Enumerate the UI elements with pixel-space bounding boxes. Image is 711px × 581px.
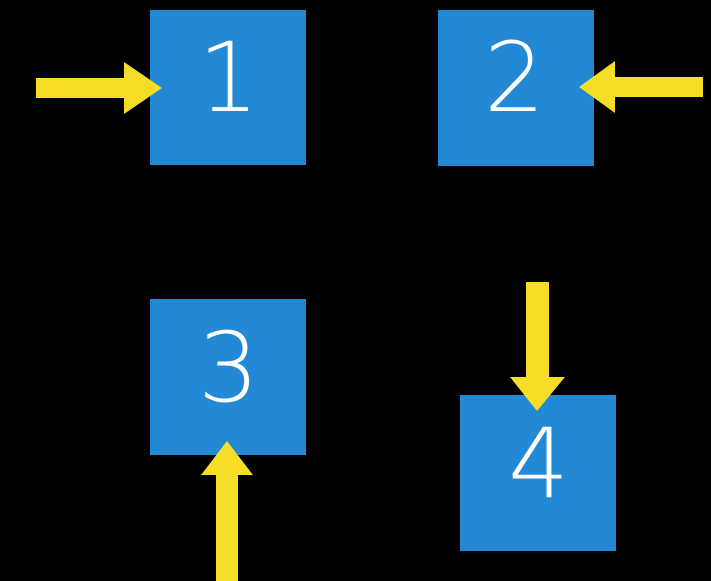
arrow-left-icon <box>579 61 703 113</box>
node-box-4[interactable] <box>460 395 616 551</box>
arrow-down-icon <box>510 282 565 411</box>
node-box-2[interactable] <box>438 10 594 166</box>
arrow-up-icon <box>201 441 253 581</box>
arrow-right-icon <box>36 62 162 114</box>
node-label-3: 3 <box>198 312 260 424</box>
node-label-2: 2 <box>484 22 546 134</box>
node-label-4: 4 <box>508 408 570 520</box>
node-label-1: 1 <box>198 22 260 134</box>
node-box-1[interactable] <box>150 10 306 165</box>
node-box-3[interactable] <box>150 299 306 455</box>
